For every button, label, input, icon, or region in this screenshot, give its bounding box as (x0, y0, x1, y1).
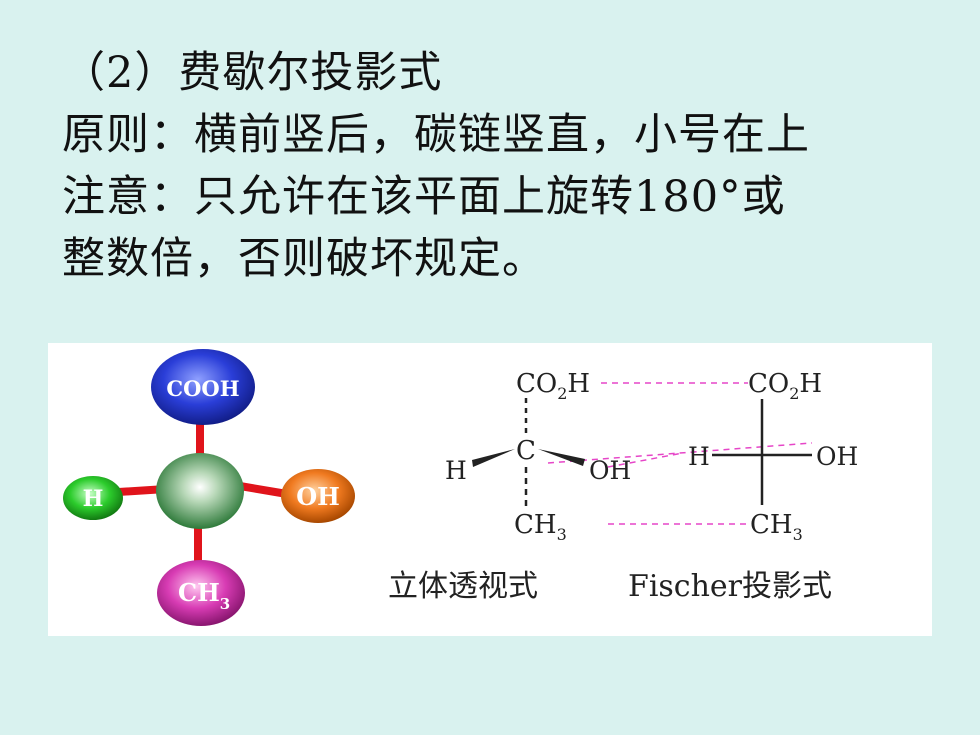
fischer-bottom-group: CH3 (750, 510, 803, 544)
wedge-right-oh: OH (589, 456, 631, 485)
fischer-left-h: H (688, 442, 710, 471)
central-carbon-ball (156, 453, 244, 529)
wedge-top-sub: 2 (557, 384, 567, 403)
wedge-top-main: CO (516, 369, 557, 399)
wedge-bottom-group: CH3 (514, 510, 567, 544)
wedge-bond-left (472, 449, 515, 467)
h-ball (63, 476, 123, 520)
wedge-bottom-sub: 3 (557, 525, 567, 544)
ch3-main: CH (178, 578, 220, 607)
fischer-top-end: H (799, 369, 822, 399)
wedge-bond-right (538, 449, 585, 466)
fischer-top-group: CO2H (748, 369, 822, 403)
diagram-svg: COOH H OH CH3 CO2H C H (63, 349, 858, 626)
heading: （2）费歇尔投影式 (62, 48, 443, 98)
principle-line: 原则：横前竖后，碳链竖直，小号在上 (62, 110, 810, 160)
fischer-projection: CO2H H OH CH3 (688, 369, 858, 544)
fischer-right-oh: OH (816, 442, 858, 471)
ch3-ball (157, 560, 245, 626)
wedge-formula: CO2H C H OH CH3 (445, 369, 631, 544)
note-line-2: 整数倍，否则破坏规定。 (62, 234, 546, 284)
wedge-left-h: H (445, 456, 467, 485)
wedge-bottom-main: CH (514, 510, 557, 540)
wedge-top-group: CO2H (516, 369, 590, 403)
ball-and-stick-model: COOH H OH CH3 (63, 349, 355, 626)
fischer-bottom-main: CH (750, 510, 793, 540)
ch3-subscript: 3 (220, 595, 230, 613)
fischer-bottom-sub: 3 (793, 525, 803, 544)
dash-upper (547, 442, 813, 464)
note-line-1: 注意：只允许在该平面上旋转180°或 (62, 172, 786, 222)
oh-label: OH (296, 482, 340, 511)
fischer-caption: Fischer投影式 (628, 569, 832, 604)
ch3-label: CH3 (178, 578, 230, 613)
cooh-ball (151, 349, 255, 425)
correspondence-lines (547, 382, 813, 525)
wedge-top-end: H (567, 369, 590, 399)
h-label: H (83, 486, 104, 512)
wedge-caption: 立体透视式 (388, 569, 538, 604)
wedge-center-carbon: C (516, 436, 536, 466)
fischer-top-main: CO (748, 369, 789, 399)
cooh-label: COOH (166, 376, 239, 401)
fischer-top-sub: 2 (789, 384, 799, 403)
diagram-panel: COOH H OH CH3 CO2H C H (48, 343, 932, 636)
slide-text: （2）费歇尔投影式 原则：横前竖后，碳链竖直，小号在上 注意：只允许在该平面上旋… (62, 42, 942, 290)
oh-ball (281, 469, 355, 523)
dash-oh-to-h (607, 452, 684, 468)
